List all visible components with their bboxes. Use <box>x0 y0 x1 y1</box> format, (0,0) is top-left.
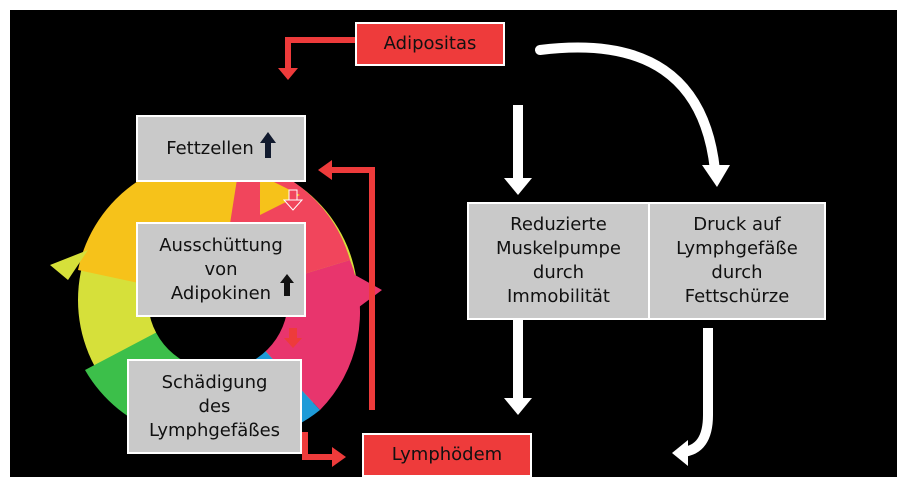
arrow-adipositas-to-druck-curved <box>535 42 730 187</box>
adipositas-label: Adipositas <box>383 33 477 54</box>
up-arrow-icon <box>259 132 276 165</box>
druck-box: Druck auf Lymphgefäße durch Fettschürze <box>648 202 826 320</box>
lymphoedem-label: Lymphödem <box>391 444 503 465</box>
schaedigung-box: Schädigung des Lymphgefäßes <box>127 359 302 454</box>
cycle-arrow-down-2 <box>284 328 302 348</box>
adipositas-box: Adipositas <box>355 22 505 66</box>
fettzellen-box: Fettzellen <box>136 115 306 182</box>
fettzellen-label: Fettzellen <box>166 137 254 159</box>
up-arrow-icon <box>280 274 294 303</box>
arrow-druck-to-lymphoedem-hook <box>672 328 713 466</box>
arrow-adipositas-to-cycle <box>278 37 355 80</box>
ring-arrowhead-left <box>50 250 88 280</box>
adipokine-box: Ausschüttung von Adipokinen <box>136 222 306 317</box>
slide: Adipositas Fettzellen Ausschüttung von A… <box>10 10 897 477</box>
cycle-arrow-down-1 <box>282 189 304 211</box>
arrow-feedback-loop <box>318 160 375 410</box>
ring-arrowhead-right <box>355 275 382 310</box>
muskelpumpe-box: Reduzierte Muskelpumpe durch Immobilität <box>467 202 650 320</box>
schaedigung-label: Schädigung des Lymphgefäßes <box>148 371 281 441</box>
arrow-schaedigung-to-lymphoedem <box>302 432 346 467</box>
ring-arrowhead-top <box>260 175 300 215</box>
lymphoedem-box: Lymphödem <box>362 433 532 477</box>
arrow-muskelpumpe-to-lymphoedem <box>504 320 532 415</box>
arrow-adipositas-to-muskelpumpe <box>504 105 532 195</box>
adipokine-label: Ausschüttung von Adipokinen <box>159 234 283 304</box>
druck-label: Druck auf Lymphgefäße durch Fettschürze <box>676 214 798 307</box>
muskelpumpe-label: Reduzierte Muskelpumpe durch Immobilität <box>495 214 622 307</box>
